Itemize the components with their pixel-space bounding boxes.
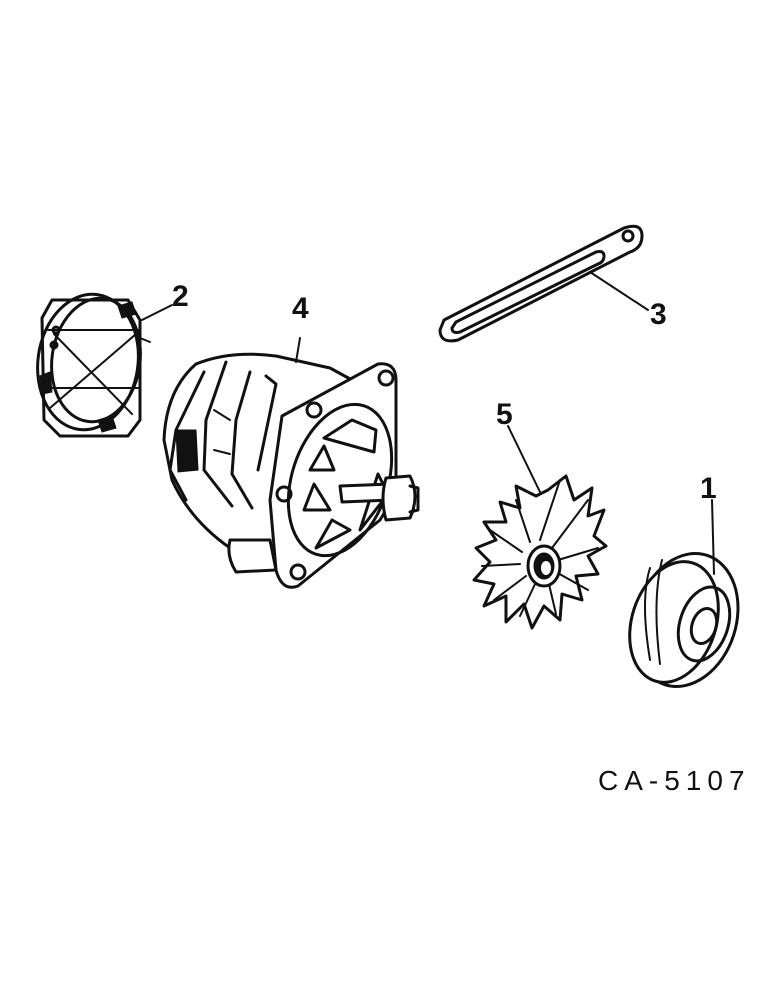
part-1-pulley	[628, 552, 740, 688]
leader-line-5	[507, 425, 541, 493]
part-5-fan	[472, 474, 608, 630]
part-4-alternator	[162, 352, 420, 589]
figure-id-label: CA-5107	[598, 765, 751, 796]
leader-line-4	[295, 337, 301, 363]
leader-line-2	[141, 304, 173, 321]
callout-5: 5	[496, 398, 513, 431]
part-2-rear-cover	[36, 292, 151, 438]
callout-3: 3	[650, 298, 667, 331]
part-3-adjusting-strap	[438, 224, 644, 343]
callout-2: 2	[172, 280, 189, 313]
callout-4: 4	[292, 292, 309, 325]
callout-1: 1	[700, 472, 717, 505]
leader-line-3	[589, 271, 649, 311]
leader-line-1	[711, 499, 715, 575]
